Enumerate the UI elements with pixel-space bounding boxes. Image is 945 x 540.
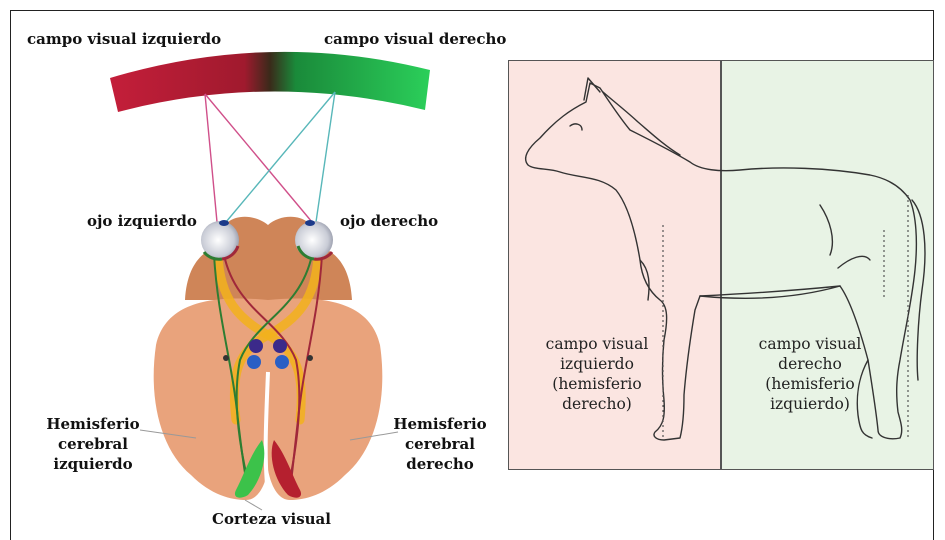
right-panel-label: campo visual derecho (hemisferio izquier…	[740, 334, 880, 414]
left-panel-label: campo visual izquierdo (hemisferio derec…	[518, 334, 676, 414]
